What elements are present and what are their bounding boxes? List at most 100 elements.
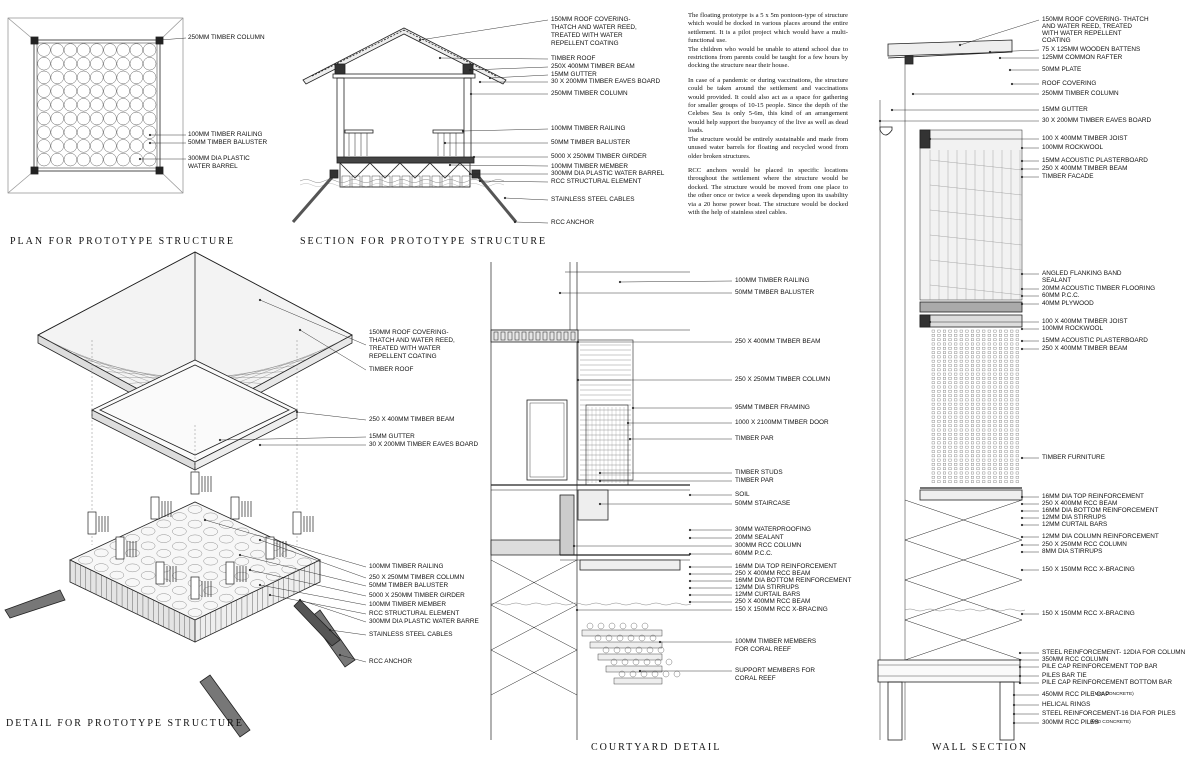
annotation-label: 50MM TIMBER BALUSTER bbox=[188, 139, 268, 146]
annotation-label: AND WATER REED, TREATED bbox=[1042, 23, 1132, 30]
annotation-label: 16MM DIA TOP REINFORCEMENT bbox=[1042, 493, 1144, 500]
annotation-label: STEEL REINFORCEMENT- 12DIA FOR COLUMN bbox=[1042, 649, 1186, 656]
annotation-label: 250 x 400MM TIMBER BEAM bbox=[1042, 165, 1128, 172]
annotation-label: PILE CAP REINFORCEMENT BOTTOM BAR bbox=[1042, 679, 1172, 686]
description-paragraph: The children who would be unable to atte… bbox=[688, 45, 848, 70]
annotation-label: 100MM TIMBER RAILING bbox=[735, 277, 810, 284]
annotation-label: 100MM TIMBER RAILING bbox=[551, 125, 626, 132]
annotation-label: 350MM RCC COLUMN bbox=[1042, 656, 1109, 663]
annotation-label: 15MM ACOUSTIC PLASTERBOARD bbox=[1042, 337, 1148, 344]
annotation-label: SOIL bbox=[735, 491, 750, 498]
annotation-label: 12MM CURTAIL BARS bbox=[1042, 521, 1108, 528]
annotation-label: 60MM P.C.C. bbox=[735, 550, 773, 557]
annotation-label: 20MM SEALANT bbox=[735, 534, 784, 541]
annotation-label: 250MM TIMBER COLUMN bbox=[551, 90, 628, 97]
annotation-label: 16MM DIA BOTTOM REINFORCEMENT bbox=[735, 577, 852, 584]
annotation-label: 40MM PLYWOOD bbox=[1042, 300, 1094, 307]
annotation-label: 50MM TIMBER BALUSTER bbox=[735, 289, 815, 296]
annotation-label: 250 x 250MM TIMBER COLUMN bbox=[735, 376, 831, 383]
annotation-label: 100MM TIMBER RAILING bbox=[369, 563, 444, 570]
annotation-label: 16MM DIA BOTTOM REINFORCEMENT bbox=[1042, 507, 1159, 514]
annotation-label: TIMBER PAR bbox=[735, 477, 774, 484]
annotation-label: 250 x 400MM TIMBER BEAM bbox=[369, 416, 455, 423]
annotation-label: 12MM CURTAIL BARS bbox=[735, 591, 801, 598]
annotation-label: 250 x 400MM TIMBER BEAM bbox=[1042, 345, 1128, 352]
annotation-label: 100 x 400MM TIMBER JOIST bbox=[1042, 135, 1128, 142]
courtyard-drawing bbox=[490, 262, 692, 740]
annotation-label: 250 x 250MM RCC COLUMN bbox=[1042, 541, 1127, 548]
annotation-label: 30 x 200MM TIMBER EAVES BOARD bbox=[1042, 117, 1152, 124]
annotation-label: 8MM DIA STIRRUPS bbox=[1042, 548, 1103, 555]
annotation-label: 60MM P.C.C. bbox=[1042, 292, 1080, 299]
annotation-label: 15MM GUTTER bbox=[551, 71, 597, 78]
annotation-label: TIMBER ROOF bbox=[551, 55, 596, 62]
annotation-label: HELICAL RINGS bbox=[1042, 701, 1091, 708]
description-paragraph: RCC anchors would be placed in specific … bbox=[688, 166, 848, 216]
annotation-label: 250x 400MM TIMBER BEAM bbox=[551, 63, 635, 70]
annotation-label: 100MM TIMBER MEMBER bbox=[551, 163, 628, 170]
annotation-label: 300MM DIA PLASTIC WATER BARREL bbox=[551, 170, 665, 177]
annotation-label: WATER BARREL bbox=[188, 163, 238, 170]
annotation-label: 75 x 125MM WOODEN BATTENS bbox=[1042, 46, 1141, 53]
project-description: The floating prototype is a 5 x 5m ponto… bbox=[688, 12, 848, 223]
section-title: SECTION FOR PROTOTYPE STRUCTURE bbox=[300, 236, 548, 247]
annotation-label: WITH WATER REPELLENT bbox=[1042, 30, 1122, 37]
annotation-label: 30 x 200MM TIMBER EAVES BOARD bbox=[551, 78, 661, 85]
annotation-label: 100 x 400MM TIMBER JOIST bbox=[1042, 318, 1128, 325]
annotation-label: 30MM WATERPROOFING bbox=[735, 526, 811, 533]
annotation-label: 50MM PLATE bbox=[1042, 66, 1082, 73]
annotation-label: 100MM ROCKWOOL bbox=[1042, 144, 1104, 151]
annotation-label: COATING bbox=[1042, 37, 1071, 44]
annotation-label: 95MM TIMBER FRAMING bbox=[735, 404, 810, 411]
annotation-label: 250 x 400MM RCC BEAM bbox=[735, 598, 811, 605]
detail-title: DETAIL FOR PROTOTYPE STRUCTURE bbox=[6, 718, 244, 729]
annotation-label: 300MM DIA PLASTIC WATER BARRE bbox=[369, 618, 479, 625]
annotation-label: 100MM ROCKWOOL bbox=[1042, 325, 1104, 332]
annotation-label: 16MM DIA TOP REINFORCEMENT bbox=[735, 563, 837, 570]
annotation-label: TIMBER ROOF bbox=[369, 366, 414, 373]
annotation-label: STAINLESS STEEL CABLES bbox=[369, 631, 453, 638]
annotation-label: THATCH AND WATER REED, bbox=[369, 337, 455, 344]
annotation-label: 5000 x 250MM TIMBER GIRDER bbox=[551, 153, 647, 160]
annotation-label: SUPPORT MEMBERS FOR bbox=[735, 667, 816, 674]
annotation-label: 250 x 400MM TIMBER BEAM bbox=[735, 338, 821, 345]
detail-drawing bbox=[4, 251, 356, 738]
annotation-label: 1000 x 2100MM TIMBER DOOR bbox=[735, 419, 829, 426]
wall-section-title: WALL SECTION bbox=[932, 742, 1029, 753]
annotation-label: 150MM ROOF COVERING- THATCH bbox=[1042, 16, 1149, 23]
annotation-label: 250 x 400MM RCC BEAM bbox=[735, 570, 811, 577]
annotation-label: REPELLENT COATING bbox=[551, 40, 619, 47]
annotation-label: 250MM TIMBER COLUMN bbox=[188, 34, 265, 41]
annotation-label: 30 x 200MM TIMBER EAVES BOARD bbox=[369, 441, 479, 448]
annotation-label: 15MM GUTTER bbox=[369, 433, 415, 440]
annotation-label: PILES BAR TIE bbox=[1042, 672, 1087, 679]
annotation-label: 12MM DIA COLUMN REINFORCEMENT bbox=[1042, 533, 1159, 540]
annotation-label: RCC STRUCTURAL ELEMENT bbox=[369, 610, 460, 617]
annotation-label: CORAL REEF bbox=[735, 675, 776, 682]
description-paragraph: The structure would be entirely sustaina… bbox=[688, 135, 848, 160]
annotation-label: 250MM TIMBER COLUMN bbox=[1042, 90, 1119, 97]
annotation-label: 250 x 250MM TIMBER COLUMN bbox=[369, 574, 465, 581]
annotation-label: 100MM TIMBER MEMBERS bbox=[735, 638, 817, 645]
annotation-label: PILE CAP REINFORCEMENT TOP BAR bbox=[1042, 663, 1158, 670]
description-paragraph: The floating prototype is a 5 x 5m ponto… bbox=[688, 12, 848, 45]
annotation-label: 150MM ROOF COVERING- bbox=[551, 16, 631, 23]
annotation-label: 15MM GUTTER bbox=[1042, 106, 1088, 113]
annotation-label: TIMBER FURNITURE bbox=[1042, 454, 1105, 461]
annotation-label: 150 x 150MM RCC X-BRACING bbox=[1042, 610, 1135, 617]
annotation-label: 20MM ACOUSTIC TIMBER FLOORING bbox=[1042, 285, 1156, 292]
annotation-label: 100MM TIMBER MEMBER bbox=[369, 601, 446, 608]
annotation-label-note: (M40 CONCRETE) bbox=[1090, 720, 1131, 725]
annotation-label: 250 x 400MM RCC BEAM bbox=[1042, 500, 1118, 507]
annotation-label: 50MM STAIRCASE bbox=[735, 500, 791, 507]
annotation-label: 12MM DIA STIRRUPS bbox=[1042, 514, 1106, 521]
annotation-label: 50MM TIMBER BALUSTER bbox=[551, 139, 631, 146]
annotation-label: 300MM DIA PLASTIC bbox=[188, 155, 250, 162]
plan-drawing bbox=[7, 17, 184, 194]
annotation-label: TIMBER PAR bbox=[735, 435, 774, 442]
annotation-label: TIMBER STUDS bbox=[735, 469, 783, 476]
annotation-label: RCC ANCHOR bbox=[551, 219, 594, 226]
annotation-label: RCC STRUCTURAL ELEMENT bbox=[551, 178, 642, 185]
annotation-label: 150 x 150MM RCC X-BRACING bbox=[1042, 566, 1135, 573]
